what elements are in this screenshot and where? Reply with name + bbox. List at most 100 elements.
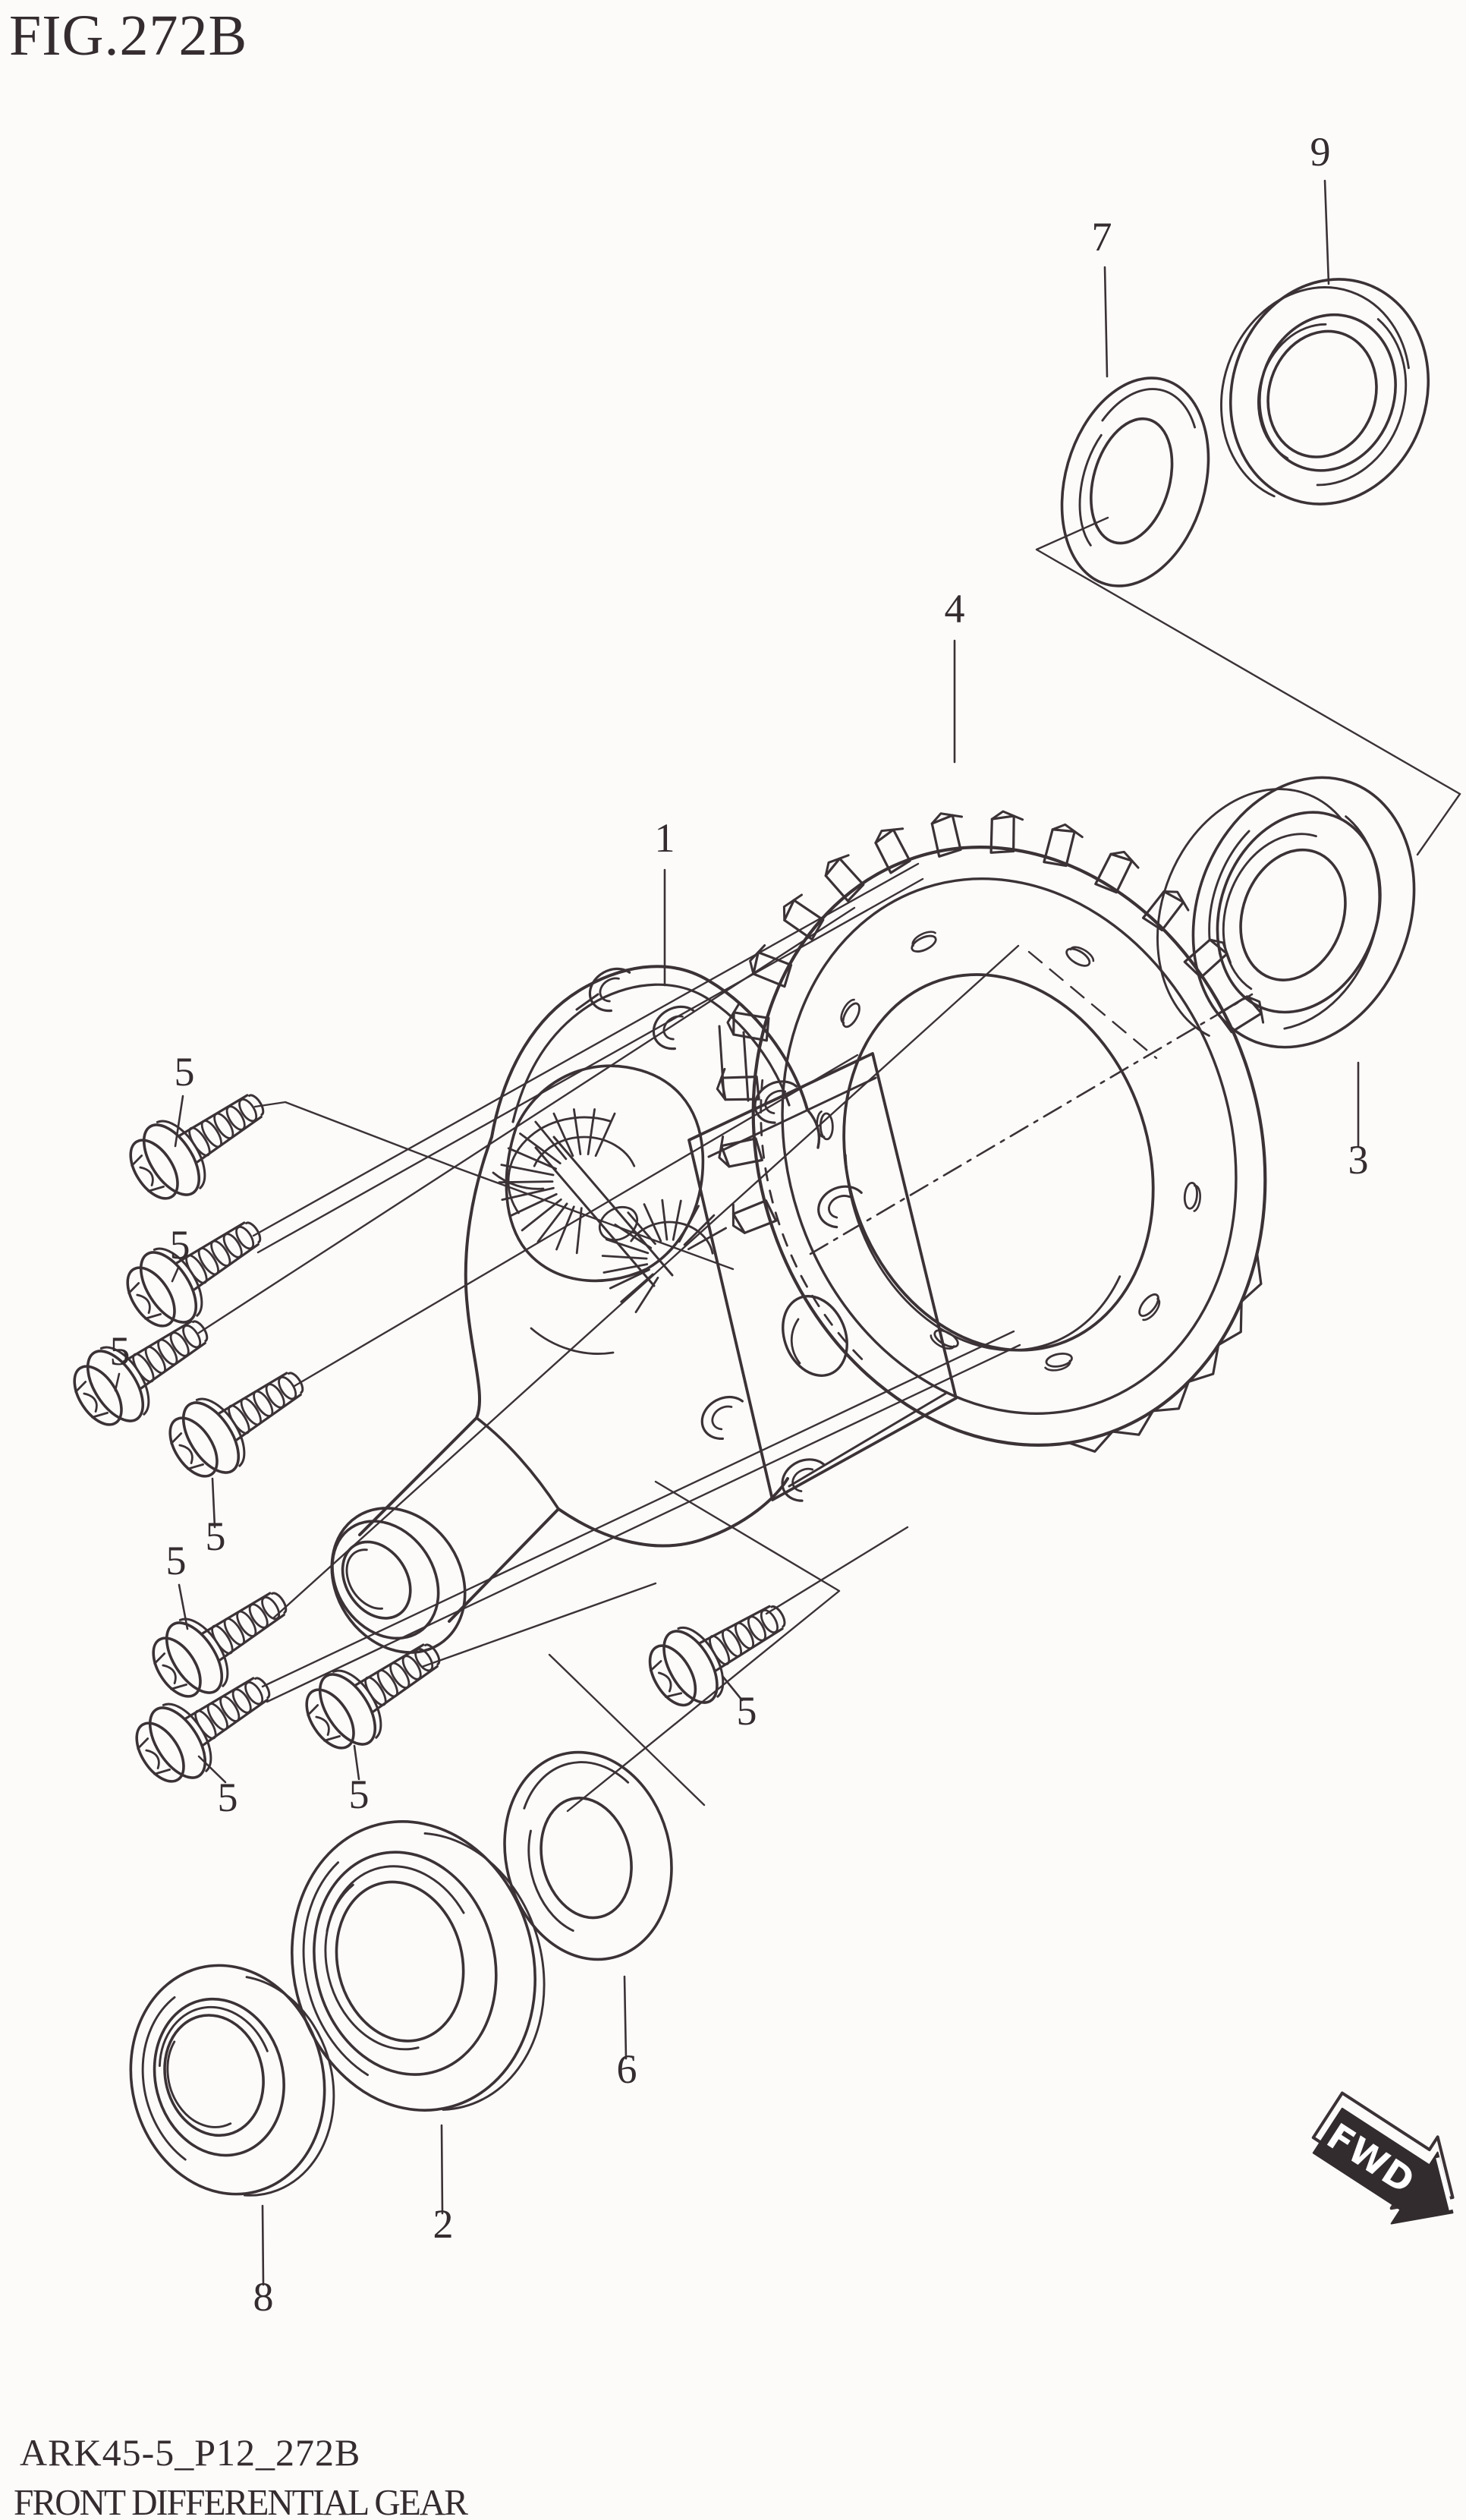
leader-line xyxy=(272,944,1020,1620)
part-label-5: 5 xyxy=(110,1328,131,1374)
label-leader xyxy=(171,1266,180,1283)
part2-bearing xyxy=(291,1820,546,2112)
part-label-9: 9 xyxy=(1310,129,1331,175)
leader-line xyxy=(256,877,924,1254)
label-leader xyxy=(178,1583,189,1630)
leader-line xyxy=(252,862,920,1237)
fan-ray xyxy=(594,1112,616,1158)
fan-ray xyxy=(536,1202,568,1243)
fan-ray xyxy=(678,1205,700,1243)
seals-washers-bearings xyxy=(129,278,1430,2197)
case-ear xyxy=(781,1458,826,1502)
part-label-6: 6 xyxy=(617,2046,637,2092)
part-label-5: 5 xyxy=(166,1538,187,1583)
leader-line xyxy=(293,1054,859,1388)
part3-bearing xyxy=(1156,776,1416,1049)
flange-bolt xyxy=(126,1221,262,1328)
fan-ray xyxy=(643,1203,662,1243)
leader-line xyxy=(1416,792,1461,856)
leader-line xyxy=(253,1101,735,1271)
fwd-badge-seam xyxy=(1436,2157,1453,2210)
gear-tooth xyxy=(1043,823,1084,868)
fan-ray xyxy=(609,1268,650,1290)
gear-bolt-hole xyxy=(1138,1293,1161,1321)
gear-tooth xyxy=(749,943,793,988)
fan-ray xyxy=(587,1108,596,1155)
part-label-2: 2 xyxy=(433,2201,454,2247)
gear-tooth xyxy=(718,1136,763,1168)
fan-ray xyxy=(555,1205,575,1251)
leader-line xyxy=(420,1582,657,1668)
gear-bolt-hole xyxy=(1044,1353,1073,1372)
fan-ray xyxy=(575,1207,583,1255)
leader-line xyxy=(548,1653,706,1807)
fan-ray xyxy=(620,1273,654,1303)
leader-line xyxy=(765,1526,909,1615)
label-leader xyxy=(1103,266,1109,378)
case-hub-bore xyxy=(330,1507,467,1654)
flange-bolts xyxy=(73,1094,786,1783)
part-label-5: 5 xyxy=(218,1775,238,1820)
fan-ray xyxy=(601,1255,648,1260)
flange-bolt xyxy=(135,1677,271,1783)
part-label-5: 5 xyxy=(349,1772,370,1817)
label-leader xyxy=(197,1755,227,1784)
bevel-gear-fan xyxy=(601,1199,727,1313)
figure-caption: FRONT DIFFERENTIAL GEAR xyxy=(14,2481,468,2520)
fan-ray xyxy=(627,1211,656,1246)
gear-tooth xyxy=(1094,850,1140,894)
gear-bolt-hole xyxy=(911,931,937,953)
gear-tooth xyxy=(731,1199,778,1234)
label-leader xyxy=(211,1477,216,1529)
flange-bolt xyxy=(152,1592,288,1698)
fan-ray xyxy=(683,1214,716,1246)
gear-tooth xyxy=(782,893,825,941)
fan-ray xyxy=(672,1199,682,1241)
leader-line xyxy=(266,1343,1021,1703)
flange-bolt xyxy=(129,1094,265,1200)
gear-tooth xyxy=(824,854,865,902)
flange-bolt xyxy=(648,1605,786,1707)
flange-bolt xyxy=(168,1372,304,1478)
case-ear xyxy=(588,967,631,1013)
differential-case xyxy=(358,965,958,1623)
gear-tooth xyxy=(726,1003,770,1042)
gear-tooth xyxy=(930,812,964,858)
fan-ray xyxy=(661,1199,669,1241)
label-leader xyxy=(353,1744,360,1781)
part-label-1: 1 xyxy=(655,815,675,861)
case-ear xyxy=(700,1396,744,1440)
figure-title: FIG.272B xyxy=(9,4,248,68)
gear-tooth xyxy=(989,810,1024,854)
gear-bolt-hole xyxy=(1065,946,1095,967)
fan-ray xyxy=(614,1224,653,1249)
gear-bolt-hole xyxy=(840,998,860,1028)
flange-bolt xyxy=(305,1643,441,1750)
part-label-8: 8 xyxy=(253,2274,274,2320)
label-leader xyxy=(623,1975,628,2060)
fwd-badge: FWD xyxy=(1311,2091,1455,2225)
fan-ray xyxy=(605,1238,650,1255)
label-leader xyxy=(721,1674,744,1702)
fan-ray xyxy=(687,1227,727,1251)
ring-gear-body xyxy=(716,810,1267,1453)
case-ear xyxy=(817,1185,863,1229)
gear-tooth xyxy=(1141,890,1190,932)
part7-washer xyxy=(1060,376,1210,587)
part-label-5: 5 xyxy=(175,1049,195,1095)
ring-gear xyxy=(716,810,1267,1453)
gear-bolt-hole xyxy=(816,1110,834,1141)
leader-line xyxy=(1035,516,1461,795)
case-ear xyxy=(652,1005,695,1051)
gear-bottom-teeth xyxy=(1068,1252,1263,1453)
fan-ray xyxy=(573,1108,582,1155)
part-label-3: 3 xyxy=(1348,1137,1369,1183)
fwd-arrow-icon xyxy=(1312,2107,1454,2225)
leader-line xyxy=(197,906,856,1334)
label-leader xyxy=(1323,179,1330,285)
center-axis-line xyxy=(809,993,1254,1255)
part9-oil-seal xyxy=(1220,278,1430,506)
